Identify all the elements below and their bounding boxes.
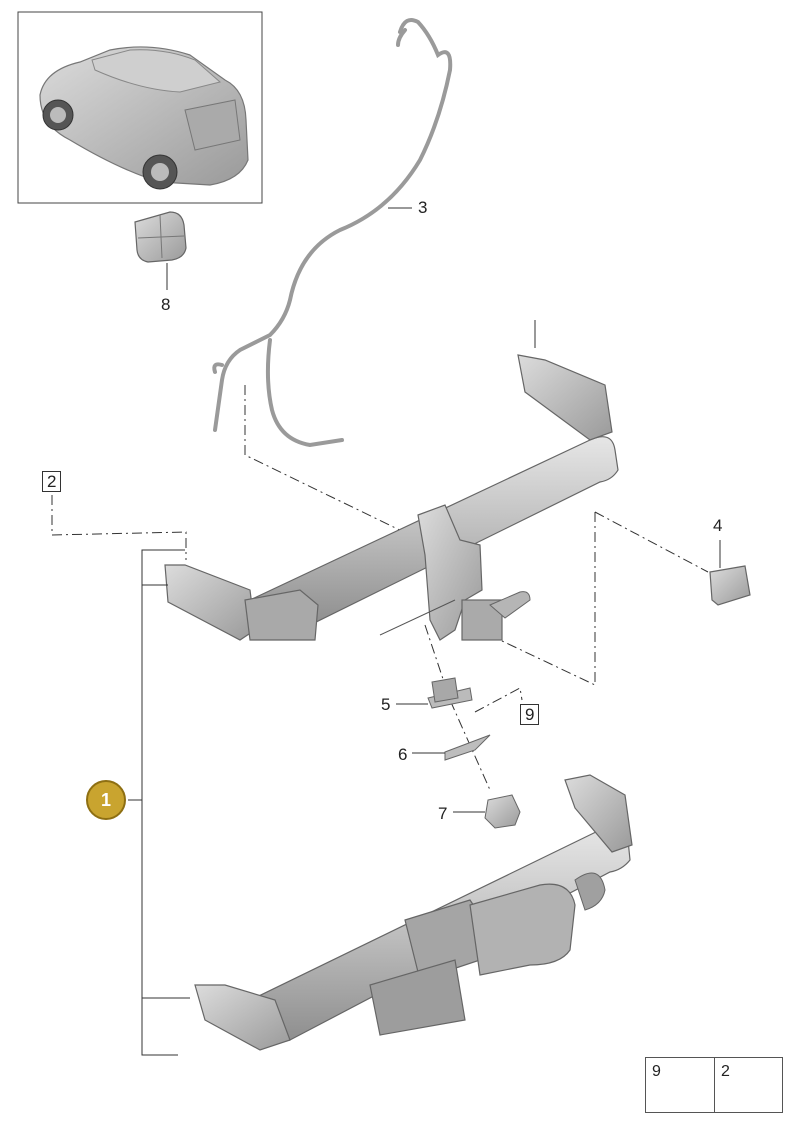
part-7-bracket [453, 794, 521, 829]
label-part-3[interactable]: 3 [418, 198, 428, 217]
part-5-plate [396, 677, 473, 709]
wiring-harness-icon [212, 18, 453, 448]
crossbar-lower [194, 774, 633, 1051]
vehicle-thumbnail [17, 11, 263, 204]
tow-hitch-ball-icon [489, 591, 531, 619]
legend-number: 9 [652, 1063, 661, 1080]
label-part-9[interactable]: 9 [520, 704, 540, 725]
label-part-6[interactable]: 6 [398, 745, 408, 764]
label-part-7[interactable]: 7 [438, 804, 448, 823]
part-6-washer [412, 734, 491, 761]
label-part-5[interactable]: 5 [381, 695, 391, 714]
label-part-2[interactable]: 2 [42, 471, 62, 492]
part-1-bracket [128, 549, 190, 1056]
legend-item-2[interactable]: 2 [714, 1058, 782, 1112]
fastener-legend: 9 2 [645, 1057, 783, 1113]
legend-item-9[interactable]: 9 [646, 1058, 714, 1112]
crossbar-upper [164, 320, 619, 641]
assembly-lines [51, 385, 709, 791]
part-4-cap [709, 540, 751, 606]
label-part-4[interactable]: 4 [713, 516, 723, 535]
label-part-8[interactable]: 8 [161, 295, 171, 314]
callout-part-1[interactable]: 1 [86, 780, 126, 820]
part-8-socket-cover [134, 211, 187, 290]
legend-number: 2 [721, 1063, 730, 1080]
